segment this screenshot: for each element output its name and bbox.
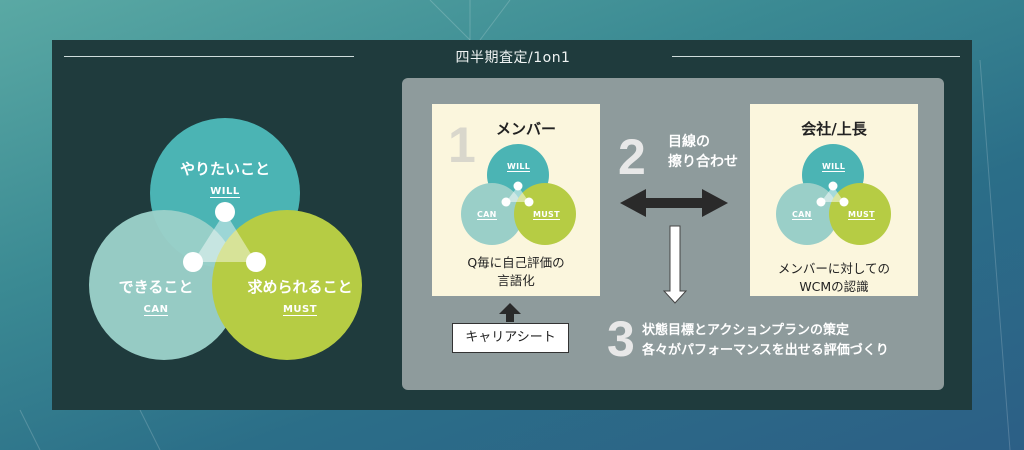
company-mini-must-label: MUST (848, 210, 875, 220)
alignment-text-line2: 擦り合わせ (668, 154, 738, 170)
company-mini-venn: WILL CAN MUST (774, 144, 894, 246)
company-card-text-line1: メンバーに対しての (777, 261, 891, 276)
company-mini-will-label: WILL (822, 162, 846, 172)
member-card-text: Q毎に自己評価の 言語化 (432, 254, 600, 290)
plan-text-line1: 状態目標とアクションプランの策定 (642, 323, 849, 338)
company-card-text-line2: WCMの認識 (799, 279, 869, 294)
title-divider-left (64, 56, 354, 57)
company-card: 会社/上長 WILL CAN MUST メンバーに対しての WCMの認識 (750, 104, 918, 296)
step-number-1: 1 (448, 117, 476, 173)
member-mini-must-circle (514, 183, 576, 245)
member-mini-will-label: WILL (507, 162, 531, 172)
member-card: メンバー WILL CAN MUST Q毎に自己評価の 言語化 (432, 104, 600, 296)
alignment-text-line1: 目線の (668, 134, 710, 150)
company-card-title: 会社/上長 (801, 120, 867, 138)
title-divider-right (672, 56, 960, 57)
company-mini-connector (816, 181, 849, 207)
member-card-title: メンバー (495, 120, 556, 138)
member-card-text-line1: Q毎に自己評価の (467, 255, 565, 270)
career-sheet-box: キャリアシート (452, 323, 569, 353)
panel-title: 四半期査定/1on1 (455, 50, 571, 66)
plan-text: 状態目標とアクションプランの策定 各々がパフォーマンスを出せる評価づくり (642, 321, 889, 361)
member-card-text-line2: 言語化 (497, 273, 535, 288)
step-number-3: 3 (607, 311, 635, 367)
company-card-text: メンバーに対しての WCMの認識 (750, 260, 918, 296)
member-mini-connector (501, 181, 534, 207)
plan-text-line2: 各々がパフォーマンスを出せる評価づくり (642, 343, 889, 358)
alignment-text: 目線の 擦り合わせ (668, 132, 738, 172)
member-mini-can-label: CAN (477, 210, 497, 220)
step-number-2: 2 (618, 129, 646, 185)
member-mini-must-label: MUST (533, 210, 560, 220)
company-mini-can-label: CAN (792, 210, 812, 220)
company-mini-must-circle (829, 183, 891, 245)
member-mini-venn: WILL CAN MUST (459, 144, 579, 246)
